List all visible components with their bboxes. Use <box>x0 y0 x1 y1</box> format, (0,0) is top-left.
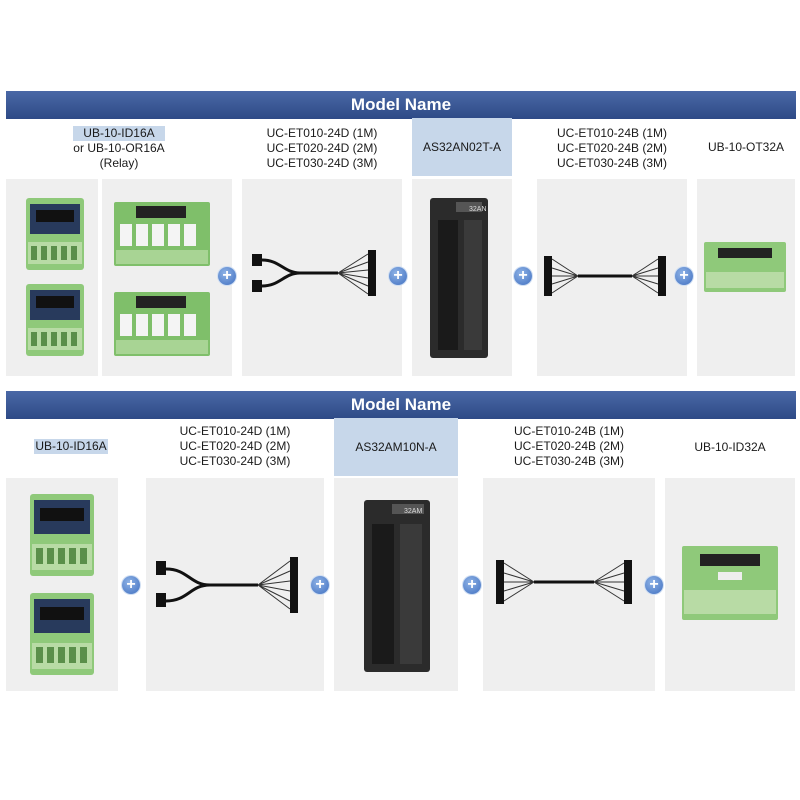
io-module-icon: 32AM <box>364 500 430 672</box>
terminal-board-icon <box>30 494 94 576</box>
model-ub-10-id16a: UB-10-ID16A <box>34 438 108 454</box>
split-cable-icon <box>156 557 298 613</box>
model-ub-10-id16a: UB-10-ID16A <box>73 125 165 141</box>
cable-d-2m: UC-ET020-24D (2M) <box>266 140 378 155</box>
section1-col3-header: AS32AN02T-A <box>412 118 512 176</box>
section2-col2-header: UC-ET010-24D (1M) UC-ET020-24D (2M) UC-E… <box>146 420 324 472</box>
section2-col3-header: AS32AM10N-A <box>334 418 458 476</box>
section2-col5-header: UB-10-ID32A <box>694 439 766 454</box>
cable-b-1m: UC-ET010-24B (1M) <box>513 423 625 438</box>
module-label: 32AM <box>404 508 422 515</box>
section2-banner: Model Name <box>6 391 796 419</box>
terminal-board-icon <box>30 593 94 675</box>
cable-d-1m: UC-ET010-24D (1M) <box>266 125 378 140</box>
terminal-board-32-icon <box>704 242 786 292</box>
split-cable-icon <box>252 250 376 296</box>
plus-icon: + <box>389 267 407 285</box>
section1-col1-header: UB-10-ID16A or UB-10-OR16A (Relay) <box>6 122 232 174</box>
plus-icon: + <box>514 267 532 285</box>
cable-b-2m: UC-ET020-24B (2M) <box>556 140 668 155</box>
relay-board-icon <box>114 292 210 356</box>
cable-d-1m: UC-ET010-24D (1M) <box>179 423 291 438</box>
plus-icon: + <box>218 267 236 285</box>
cable-icon <box>496 560 632 604</box>
cable-icon <box>544 256 666 296</box>
cable-d-2m: UC-ET020-24D (2M) <box>179 438 291 453</box>
plus-icon: + <box>463 576 481 594</box>
cable-b-2m: UC-ET020-24B (2M) <box>513 438 625 453</box>
plus-icon: + <box>675 267 693 285</box>
section1-col4-header: UC-ET010-24B (1M) UC-ET020-24B (2M) UC-E… <box>537 122 687 174</box>
module-label: 32AN <box>469 206 487 213</box>
section2-col1-header: UB-10-ID16A <box>6 420 136 472</box>
relay-note: (Relay) <box>99 155 139 170</box>
plus-icon: + <box>645 576 663 594</box>
cable-b-3m: UC-ET030-24B (3M) <box>556 155 668 170</box>
relay-board-icon <box>114 202 210 266</box>
section2-col4-header: UC-ET010-24B (1M) UC-ET020-24B (2M) UC-E… <box>483 420 655 472</box>
cable-d-3m: UC-ET030-24D (3M) <box>179 453 291 468</box>
cable-b-3m: UC-ET030-24B (3M) <box>513 453 625 468</box>
plus-icon: + <box>311 576 329 594</box>
terminal-board-32-icon <box>682 546 778 620</box>
cable-d-3m: UC-ET030-24D (3M) <box>266 155 378 170</box>
cable-b-1m: UC-ET010-24B (1M) <box>556 125 668 140</box>
model-ub-10-or16a: UB-10-OR16A <box>87 140 165 155</box>
section1-col5-header: UB-10-OT32A <box>707 139 785 154</box>
io-module-icon: 32AN <box>430 198 488 358</box>
section1-banner: Model Name <box>6 91 796 119</box>
terminal-board-icon <box>26 198 84 270</box>
section1-col2-header: UC-ET010-24D (1M) UC-ET020-24D (2M) UC-E… <box>242 122 402 174</box>
or-text: or <box>73 140 84 155</box>
plus-icon: + <box>122 576 140 594</box>
terminal-board-icon <box>26 284 84 356</box>
